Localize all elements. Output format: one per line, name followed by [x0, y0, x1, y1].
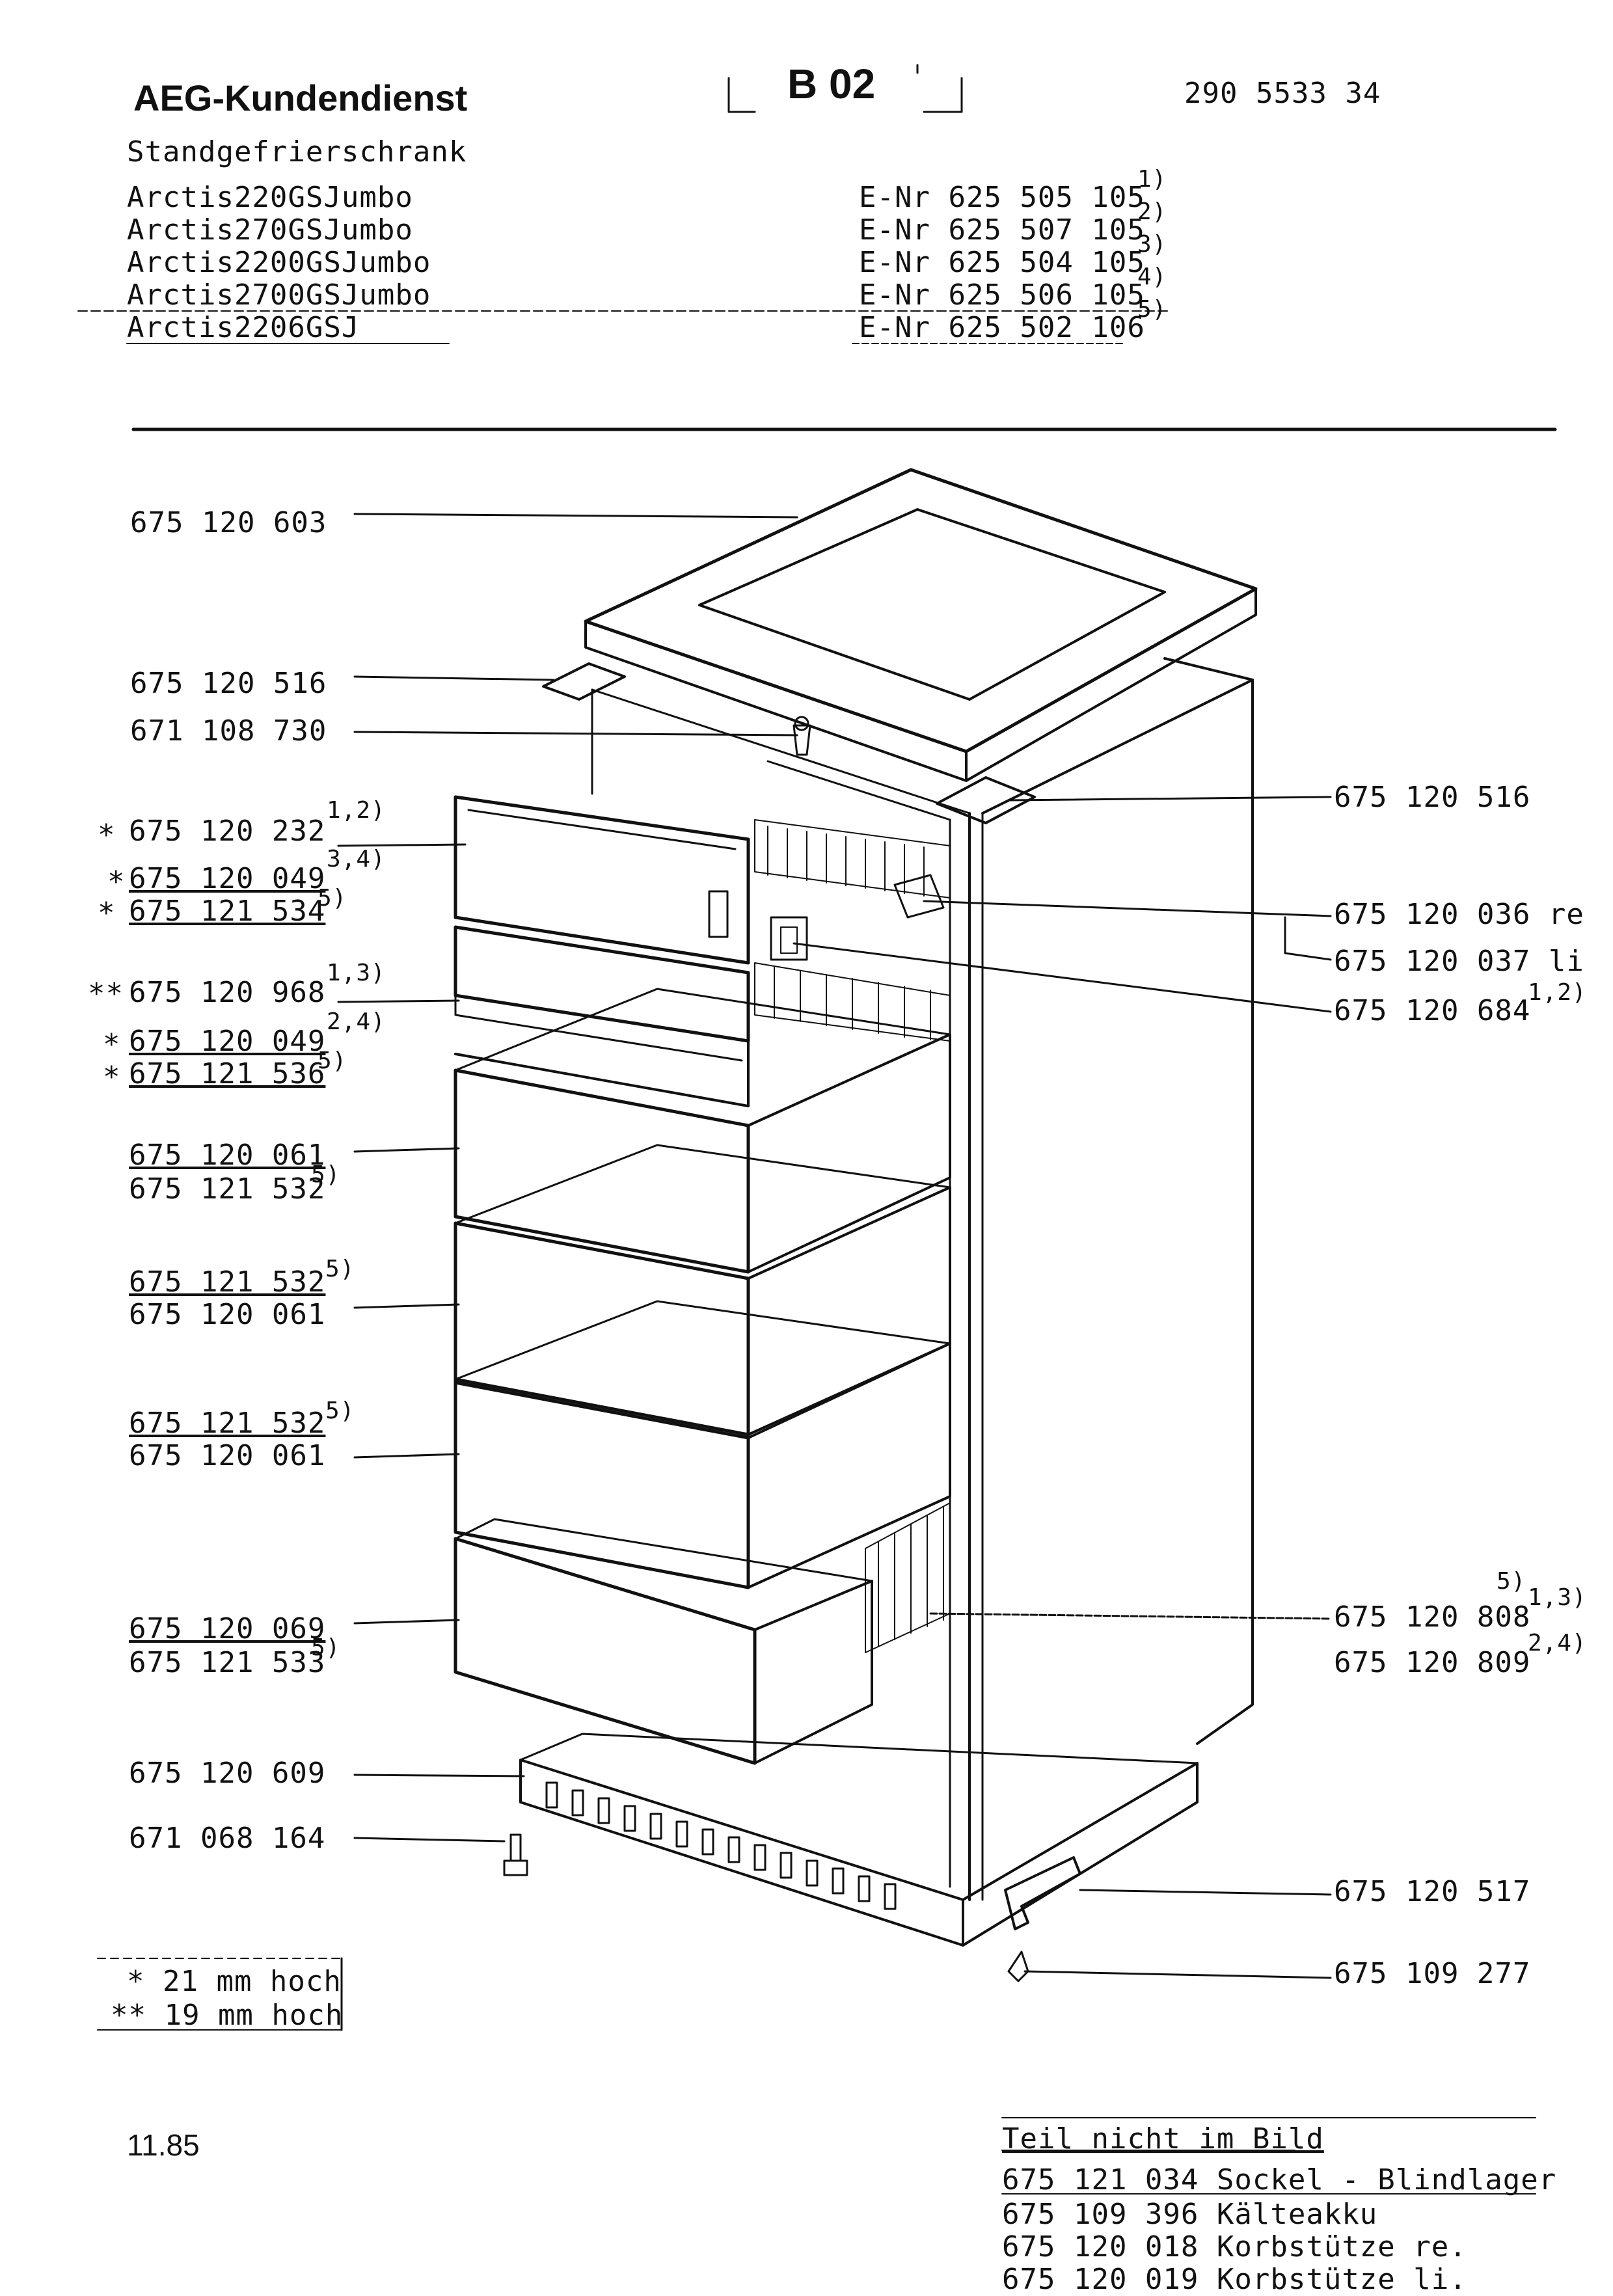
model-number: 2200 [234, 246, 306, 279]
part-number: 675 121 532 [129, 1407, 326, 1440]
enr-number: E-Nr 625 505 105 [859, 181, 1145, 214]
part-number: 675 121 534 [129, 895, 326, 928]
part-ref: 5) [325, 1256, 355, 1282]
model-row: Arctis220GSJumbo [127, 181, 413, 214]
part-number: 675 120 061 [129, 1139, 326, 1172]
part-ref: 3,4) [327, 846, 386, 872]
part-ref: 5) [318, 885, 347, 912]
part-number: 675 120 517 [1334, 1875, 1531, 1908]
model-type: GSJ [305, 311, 360, 344]
part-number: 675 120 516 [130, 667, 327, 700]
model-name: Arctis [127, 246, 234, 279]
star-marker: ** [88, 977, 124, 1010]
part-number: 675 120 232 [129, 815, 326, 848]
part-number: 675 120 037 li [1334, 945, 1584, 978]
model-number: 2206 [234, 311, 306, 344]
enr-number: E-Nr 625 507 105 [859, 213, 1145, 247]
part-number: 675 120 684 [1334, 994, 1531, 1027]
part-number: 675 121 532 [129, 1172, 326, 1206]
part-ref: 1,3) [1528, 1584, 1587, 1611]
star-marker: * [107, 865, 126, 898]
part-number: 675 120 808 [1334, 1600, 1531, 1634]
model-variant: Jumbo [323, 213, 413, 247]
part-number: 675 109 277 [1334, 1957, 1531, 1990]
not-pictured-item: 675 120 018 Korbstütze re. [1002, 2230, 1467, 2263]
model-number: 270 [234, 213, 288, 247]
not-pictured-item: 675 109 396 Kälteakku [1002, 2198, 1378, 2231]
model-variant: Jumbo [341, 278, 431, 312]
part-number: 675 120 049 [129, 1025, 326, 1058]
part-ref: 5) [318, 1047, 347, 1074]
note-line: * 21 mm hoch [127, 1965, 342, 1998]
model-type: GS [305, 278, 342, 312]
model-name: Arctis [127, 213, 234, 247]
model-number: 220 [234, 181, 288, 214]
model-row: Arctis270GSJumbo [127, 213, 413, 247]
part-number: 675 121 536 [129, 1057, 326, 1090]
revision-date: 11.85 [127, 2128, 200, 2162]
part-number: 675 121 532 [129, 1265, 326, 1299]
model-ref: 1) [1137, 166, 1167, 193]
bracket-left [727, 77, 756, 113]
star-marker: * [98, 897, 116, 930]
model-name: Arctis [127, 181, 234, 214]
part-number: 675 120 809 [1334, 1646, 1531, 1679]
model-name: Arctis [127, 311, 234, 344]
part-number: 675 120 061 [129, 1439, 326, 1472]
model-type: GS [288, 213, 324, 247]
model-row: Arctis2200GSJumbo [127, 246, 431, 279]
not-pictured-title: Teil nicht im Bild [1002, 2122, 1324, 2155]
part-ref: 2,4) [327, 1008, 386, 1035]
part-number: 675 121 533 [129, 1646, 326, 1679]
star-marker: * [98, 818, 116, 852]
part-number: 675 120 061 [129, 1298, 326, 1331]
model-ref: 5) [1137, 296, 1167, 323]
bracket-right [923, 77, 963, 113]
part-number: 675 120 603 [130, 506, 327, 539]
part-number: 675 120 036 re [1334, 898, 1584, 931]
sheet-code: B 02 [787, 61, 876, 107]
not-pictured-item: 675 120 019 Korbstütze li. [1002, 2263, 1467, 2296]
part-ref: 2,4) [1528, 1630, 1587, 1656]
model-ref: 4) [1137, 263, 1167, 290]
part-ref: 5) [311, 1161, 341, 1188]
part-ref: 5) [325, 1398, 355, 1424]
product-type: Standgefrierschrank [127, 135, 467, 169]
star-marker: * [103, 1028, 121, 1061]
part-ref: 1,2) [1528, 979, 1587, 1006]
part-number: 675 120 968 [129, 976, 326, 1009]
part-ref: 5) [311, 1634, 341, 1661]
part-ref: 1,3) [327, 960, 386, 986]
not-pictured-item: 675 121 034 Sockel - Blindlager [1002, 2163, 1557, 2196]
model-row: Arctis2700GSJumbo [127, 278, 431, 312]
part-number: 671 108 730 [130, 714, 327, 748]
part-number: 675 120 516 [1334, 781, 1531, 814]
part-number: 675 120 069 [129, 1612, 326, 1645]
star-marker: * [103, 1060, 121, 1094]
model-ref: 3) [1137, 231, 1167, 258]
model-type: GS [288, 181, 324, 214]
model-number: 2700 [234, 278, 306, 312]
part-number: 675 120 609 [129, 1757, 326, 1790]
part-number: 675 120 049 [129, 862, 326, 895]
document-number: 290 5533 34 [1184, 77, 1381, 110]
model-type: GS [305, 246, 342, 279]
model-name: Arctis [127, 278, 234, 312]
note-line: ** 19 mm hoch [111, 1999, 344, 2032]
enr-number: E-Nr 625 506 105 [859, 278, 1145, 312]
model-variant: Jumbo [323, 181, 413, 214]
part-ref: 5) [1497, 1568, 1526, 1595]
enr-number: E-Nr 625 504 105 [859, 246, 1145, 279]
model-variant: Jumbo [341, 246, 431, 279]
model-row: Arctis2206GSJ [127, 311, 359, 344]
model-ref: 2) [1137, 198, 1167, 225]
brand-title: AEG-Kundendienst [133, 77, 468, 118]
part-number: 671 068 164 [129, 1822, 326, 1855]
part-ref: 1,2) [327, 797, 386, 824]
enr-number: E-Nr 625 502 106 [859, 311, 1145, 344]
